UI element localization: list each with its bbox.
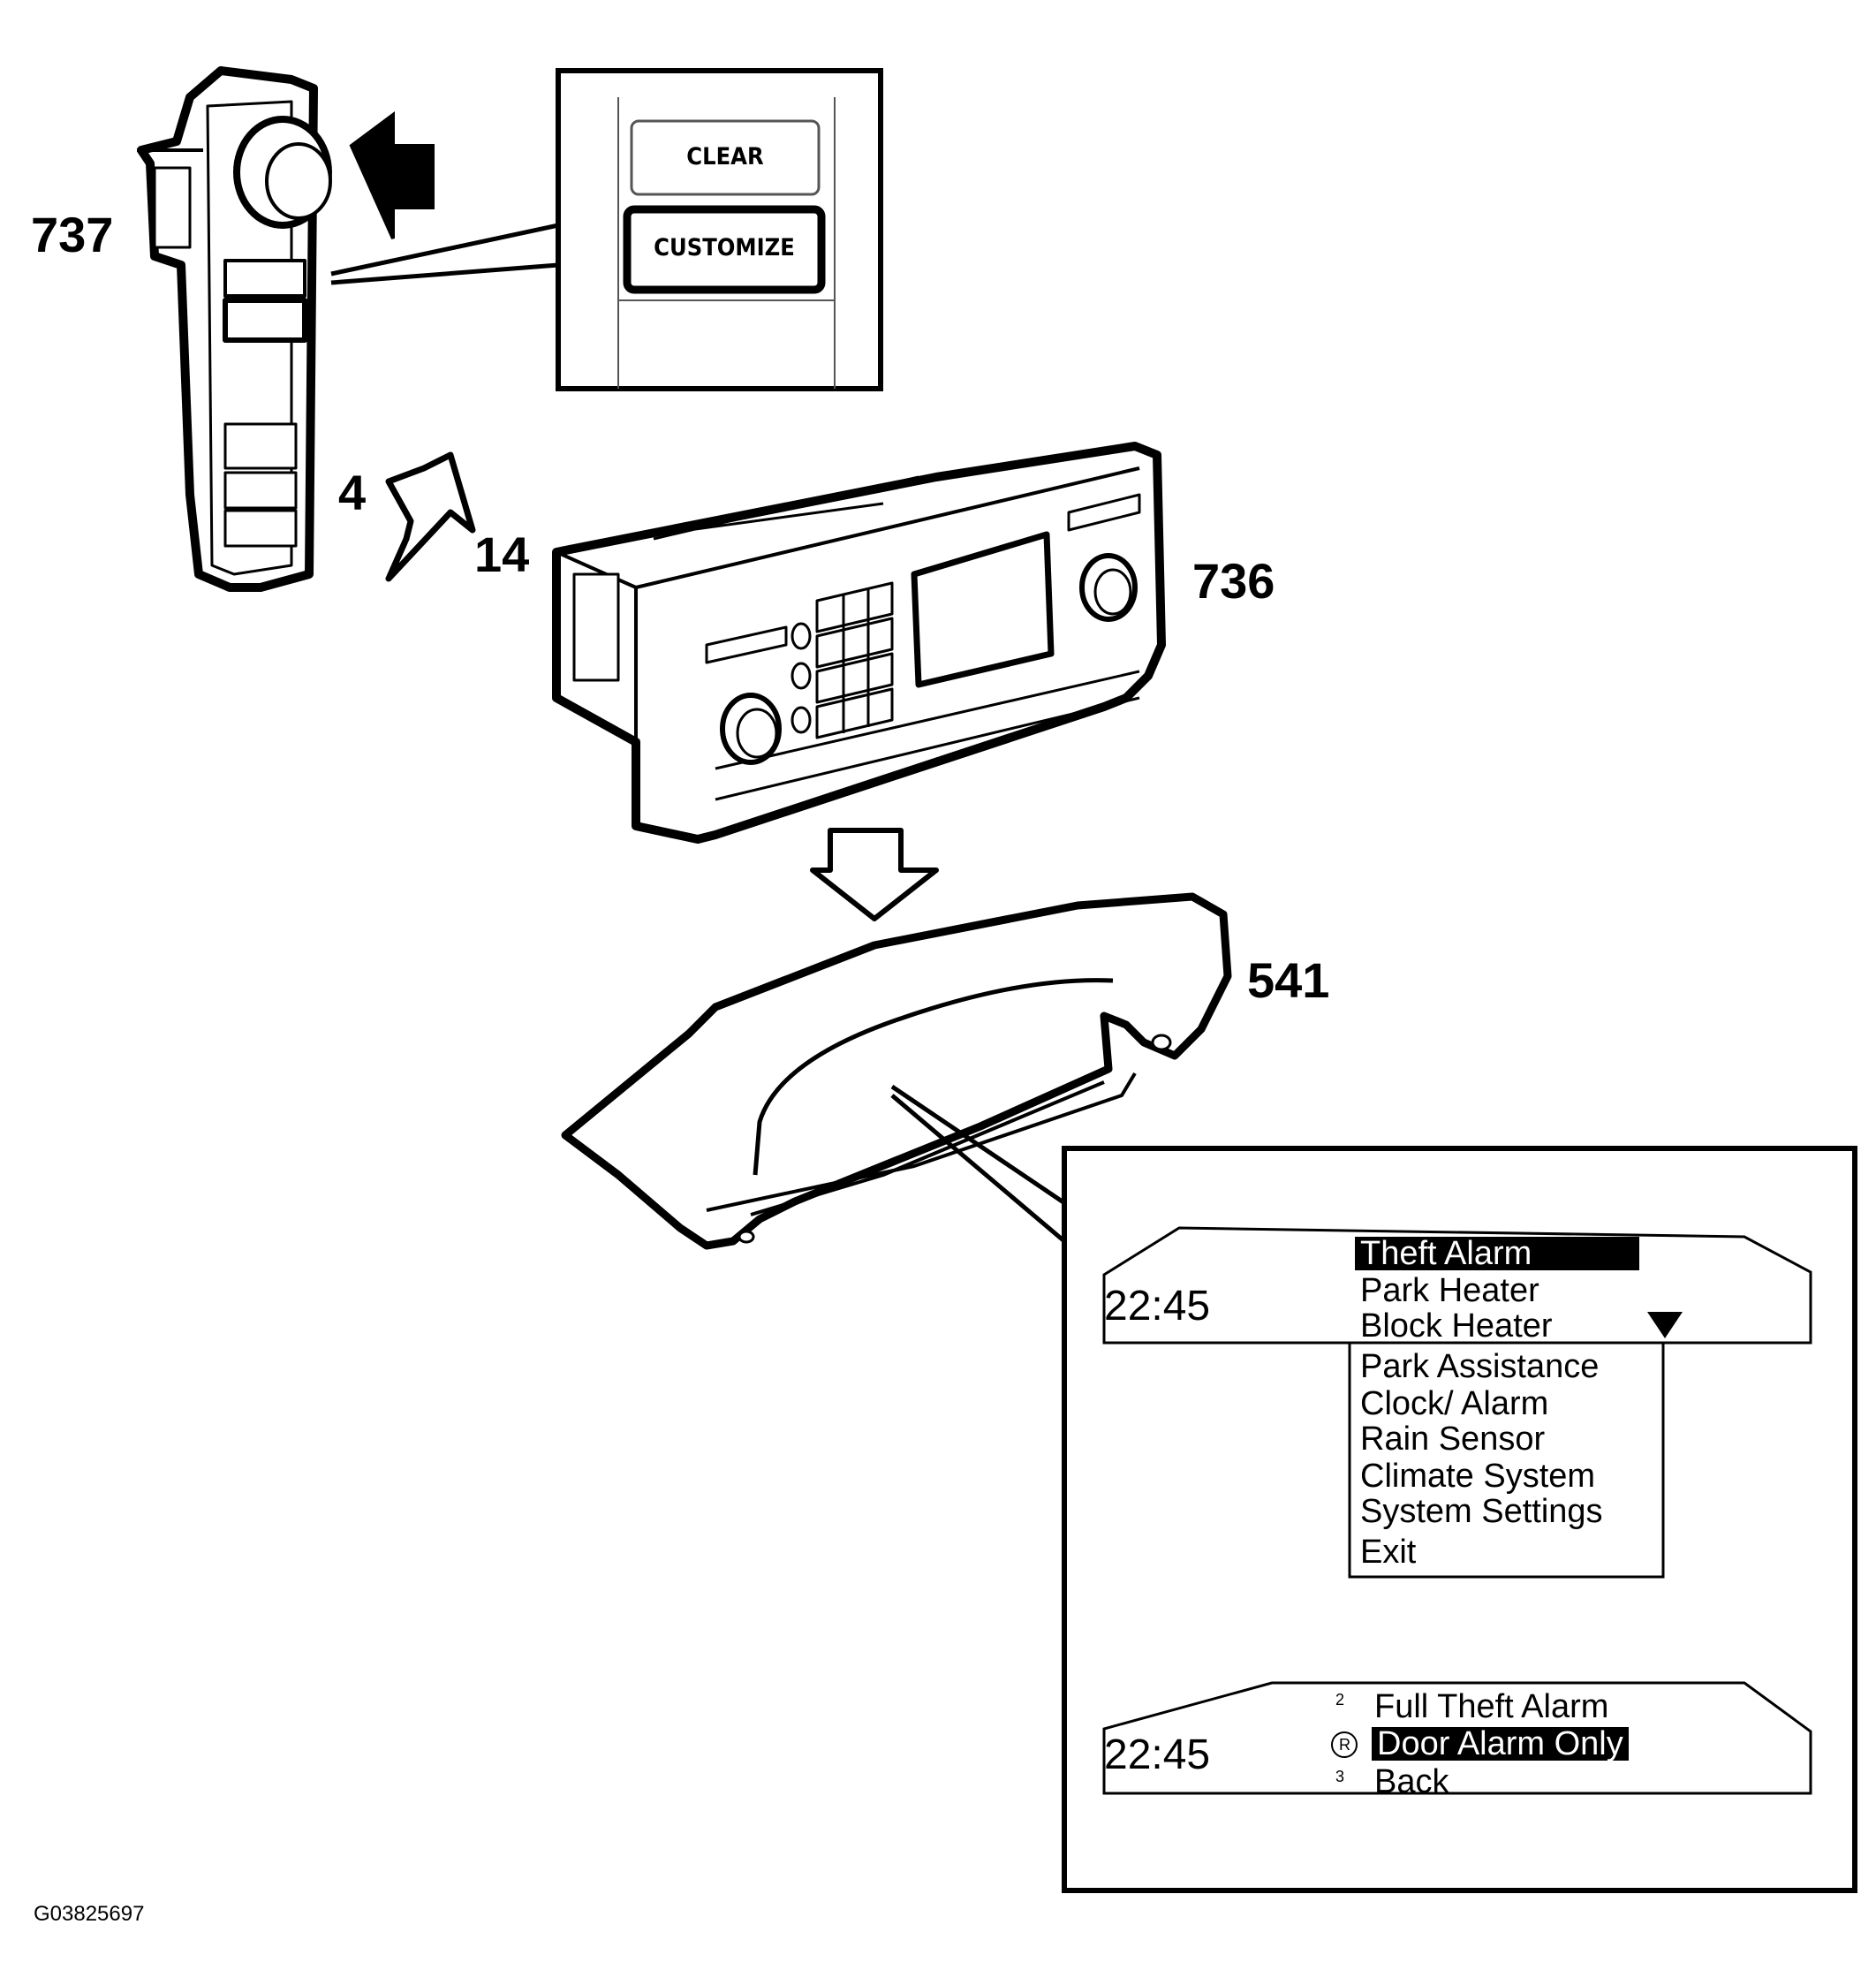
menu-item-park-assistance[interactable]: Park Assistance: [1360, 1348, 1600, 1385]
customize-button-label: CUSTOMIZE: [654, 234, 795, 261]
part-label-541: 541: [1247, 952, 1330, 1008]
down-arrow: [810, 828, 939, 921]
sub-display-clock: 22:45: [1104, 1731, 1211, 1778]
menu-item-system-settings[interactable]: System Settings: [1360, 1493, 1603, 1530]
active-marker-icon: [1331, 1731, 1358, 1758]
figure-code: G03825697: [34, 1902, 145, 1926]
submenu-marker-3: 3: [1335, 1768, 1345, 1785]
part-label-737: 737: [31, 207, 114, 262]
submenu-item-door-alarm-only[interactable]: Door Alarm Only: [1372, 1727, 1629, 1761]
step-arrow: [385, 451, 476, 582]
callout-leader-737: [330, 223, 559, 285]
menu-item-exit[interactable]: Exit: [1360, 1534, 1417, 1571]
main-display-clock: 22:45: [1104, 1283, 1211, 1330]
menu-item-climate-system[interactable]: Climate System: [1360, 1458, 1596, 1495]
submenu-item-back[interactable]: Back: [1374, 1763, 1449, 1800]
menu-item-clock-alarm[interactable]: Clock/ Alarm: [1360, 1385, 1549, 1422]
dropdown-list-frame: [1348, 1341, 1665, 1579]
callout-leader-541: [890, 1084, 1070, 1243]
dash-panel-541: [561, 892, 1232, 1250]
switch-panel-737: [137, 66, 332, 592]
step-label-14: 14: [474, 527, 530, 582]
menu-item-theft-alarm[interactable]: Theft Alarm: [1355, 1237, 1639, 1270]
submenu-item-full-theft-alarm[interactable]: Full Theft Alarm: [1374, 1688, 1609, 1725]
press-arrow: [349, 111, 435, 239]
scroll-down-icon: [1647, 1312, 1683, 1338]
menu-item-rain-sensor[interactable]: Rain Sensor: [1360, 1421, 1546, 1458]
clear-button-shape: [630, 119, 821, 196]
clear-button-label: CLEAR: [686, 143, 764, 170]
menu-item-park-heater[interactable]: Park Heater: [1360, 1272, 1539, 1309]
customize-button-shape: [623, 205, 826, 294]
step-label-4: 4: [338, 465, 367, 520]
control-unit-736: [552, 442, 1166, 844]
submenu-marker-1: 2: [1335, 1691, 1345, 1708]
submenu-marker-2: R: [1339, 1736, 1350, 1754]
part-label-736: 736: [1192, 553, 1275, 609]
menu-item-block-heater[interactable]: Block Heater: [1360, 1307, 1553, 1345]
